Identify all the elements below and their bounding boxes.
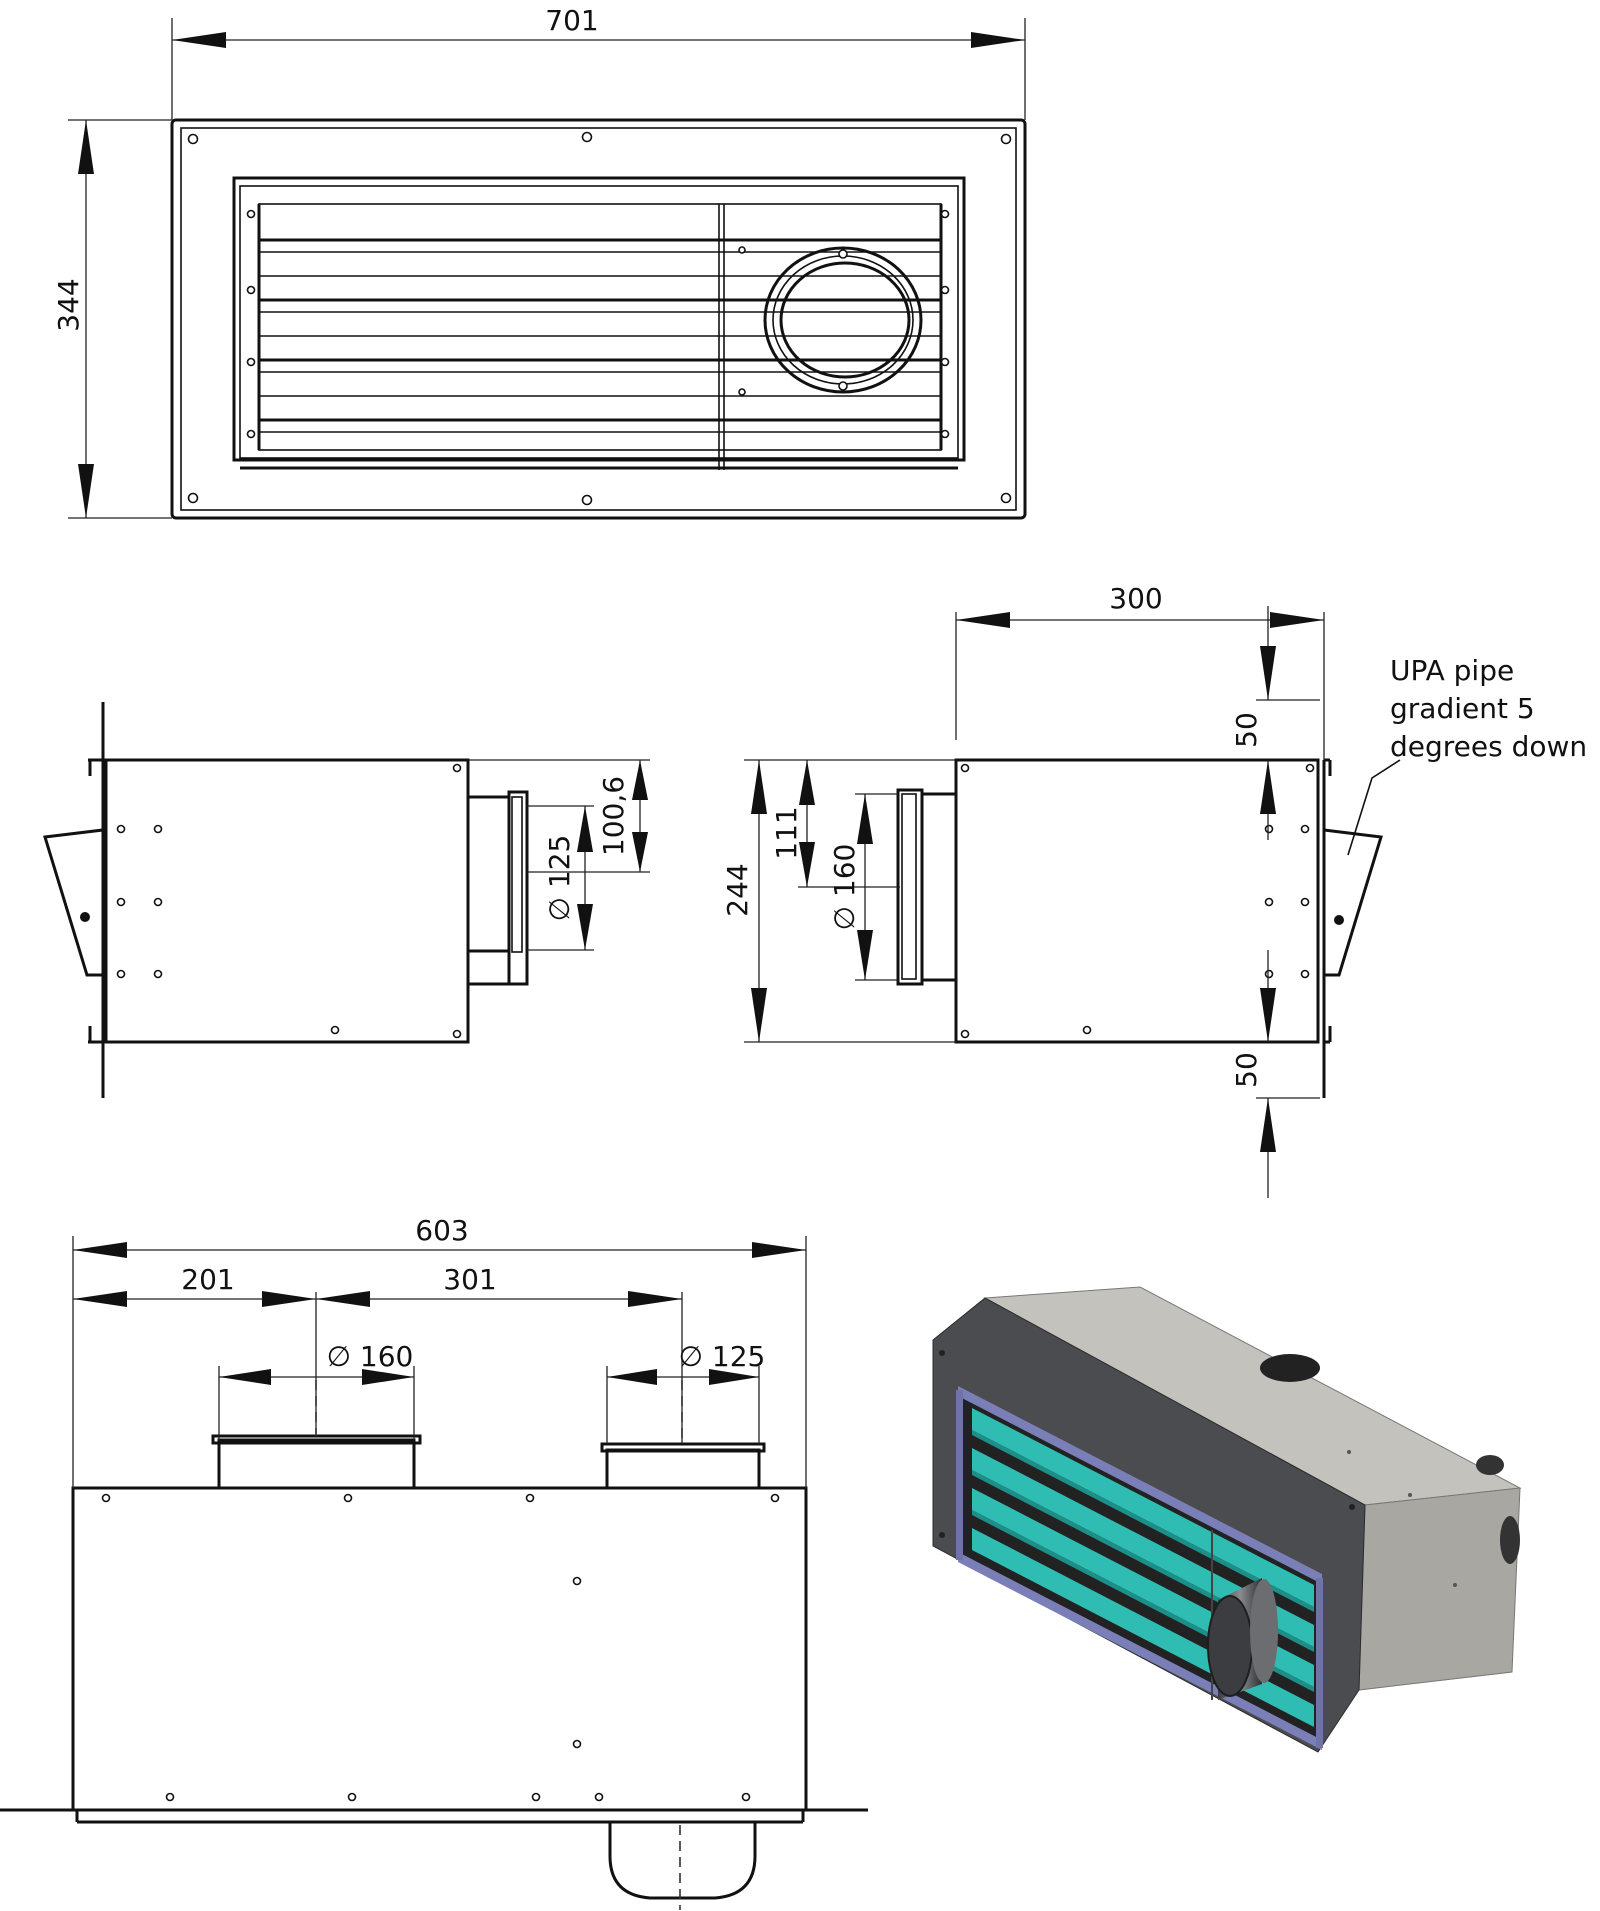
dim-spigot-small-offset: 100,6	[597, 776, 630, 856]
right-flap	[1322, 828, 1383, 977]
louver-blades	[259, 238, 941, 433]
plan-holes	[101, 1493, 780, 1802]
dim-left-offset: 201	[181, 1263, 234, 1296]
dim-spigot-large-offset: 111	[770, 806, 803, 859]
dim-offset-bottom: 50	[1230, 1052, 1263, 1088]
dim-total-length: 603	[415, 1214, 468, 1247]
plan-view: 603 201 301 ∅ 160 ∅ 125	[0, 1214, 868, 1910]
note-leader	[1347, 759, 1401, 856]
dim-spigot-large-diameter: ∅ 160	[828, 844, 861, 931]
grille-border	[239, 185, 959, 459]
front-mount-holes	[187, 131, 1012, 506]
front-spigot-mesh	[763, 246, 923, 394]
right-spigot	[920, 792, 958, 982]
note-line-2: gradient 5	[1390, 692, 1535, 725]
note-line-1: UPA pipe	[1390, 654, 1514, 687]
iso-frame-bar-top	[958, 1386, 1322, 1584]
dim-top-large-diameter: ∅ 160	[327, 1340, 414, 1373]
dim-front-width: 701	[545, 4, 598, 37]
front-outer-frame	[170, 118, 1027, 520]
dim-spigot-spacing: 301	[443, 1263, 496, 1296]
iso-spigot	[1207, 1578, 1278, 1700]
note-line-3: degrees down	[1390, 730, 1587, 763]
right-side-view: 300 50 50 244 111 ∅ 160 UP	[721, 582, 1587, 1198]
left-side-view: 100,6 ∅ 125	[43, 702, 650, 1098]
dim-depth: 300	[1109, 582, 1162, 615]
plan-box	[71, 1486, 808, 1812]
grille-opening	[232, 176, 966, 462]
left-spigot	[466, 795, 511, 953]
dim-offset-top: 50	[1230, 712, 1263, 748]
left-flap	[43, 828, 105, 977]
top-spigot-small	[605, 1448, 761, 1490]
front-view: 701 344	[52, 4, 1027, 520]
dim-front-height: 344	[52, 278, 85, 331]
dim-top-small-diameter: ∅ 125	[679, 1340, 766, 1373]
isometric-render	[932, 1286, 1522, 1753]
front-inner-frame	[180, 127, 1017, 511]
dim-spigot-small-diameter: ∅ 125	[543, 835, 576, 922]
dim-side-height: 244	[721, 863, 754, 916]
iso-frame-bar-bottom	[958, 1552, 1322, 1750]
grille-holes	[246, 209, 950, 439]
bottom-spigot	[608, 1822, 757, 1900]
top-spigot-large	[217, 1438, 416, 1490]
iso-box-side	[1358, 1487, 1521, 1691]
